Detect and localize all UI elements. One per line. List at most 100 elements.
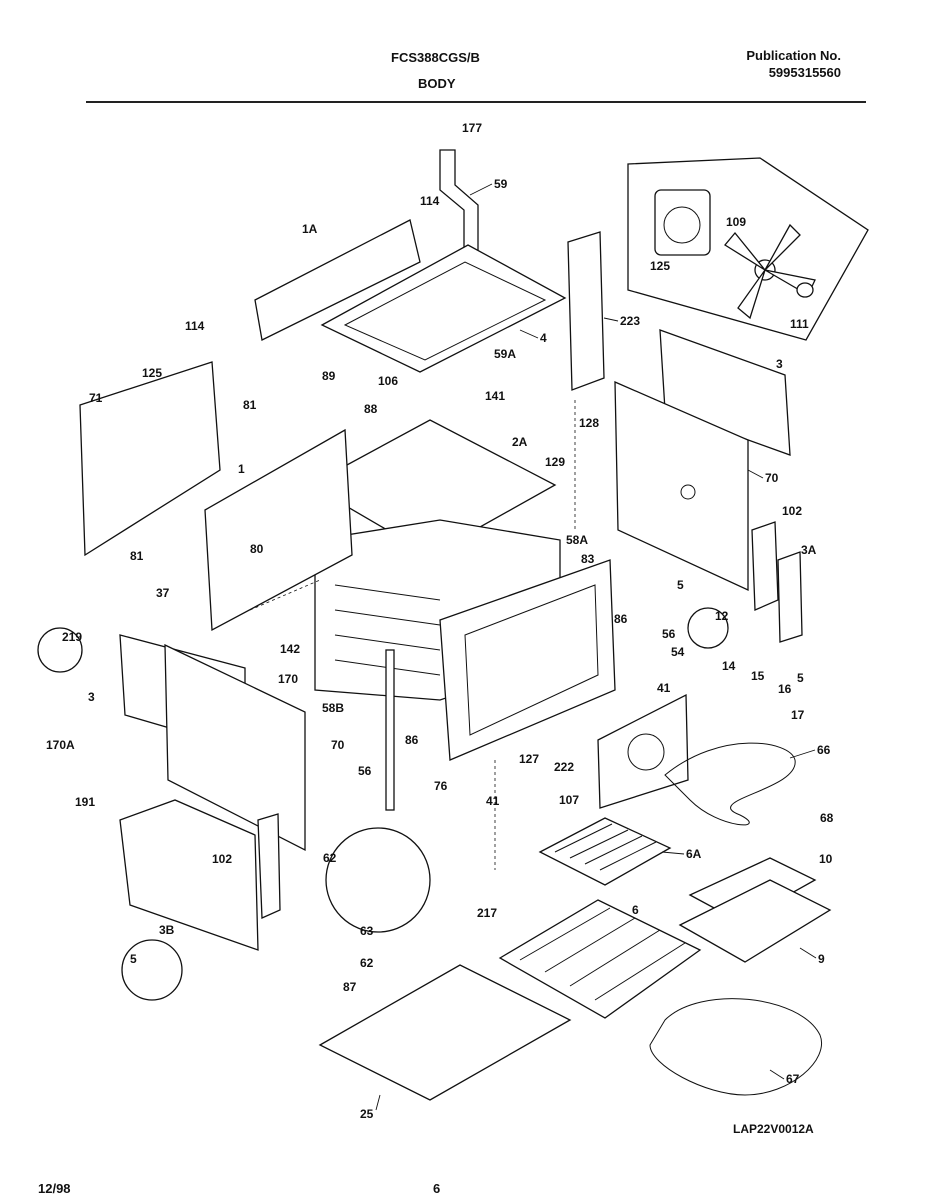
callout-label: 71 (89, 391, 103, 405)
broil-element (664, 742, 796, 826)
drawing-id: LAP22V0012A (733, 1122, 814, 1136)
callout-label: 70 (331, 738, 345, 752)
callout-label: 87 (343, 980, 357, 994)
callout-label: 81 (243, 398, 257, 412)
callout-label: 62 (360, 956, 374, 970)
top-panel (320, 244, 567, 373)
right-back-panel (614, 380, 749, 592)
broiler-pan (678, 879, 832, 963)
side-strip-102-lower (257, 813, 281, 919)
callout-label: 37 (156, 586, 170, 600)
callout-label: 25 (360, 1107, 374, 1121)
callout-label: 3 (776, 357, 783, 371)
callout-label: 129 (545, 455, 565, 469)
bake-element (649, 998, 822, 1096)
callout-label: 1 (238, 462, 245, 476)
callout-label: 5 (130, 952, 137, 966)
callout-label: 67 (786, 1072, 800, 1086)
callout-label: 66 (817, 743, 831, 757)
callout-label: 223 (620, 314, 640, 328)
callout-label: 59 (494, 177, 508, 191)
door-gasket-strip (385, 649, 395, 811)
callout-label: 114 (420, 194, 440, 208)
callout-label: 219 (62, 630, 82, 644)
publication-label: Publication No. (746, 48, 841, 63)
callout-label: 114 (185, 319, 205, 333)
callout-label: 68 (820, 811, 834, 825)
fan-motor (654, 189, 711, 256)
limit-switch-detail (37, 627, 83, 673)
callout-label: 125 (650, 259, 670, 273)
right-side-panel-upper (659, 329, 791, 456)
callout-label: 10 (819, 852, 833, 866)
footer-date: 12/98 (38, 1181, 71, 1196)
callout-label: 170A (46, 738, 75, 752)
side-duct (567, 231, 605, 391)
callout-label: 142 (280, 642, 300, 656)
oven-door-frame (439, 559, 616, 761)
callout-label: 86 (405, 733, 419, 747)
callout-label: 111 (790, 317, 809, 331)
callout-label: 59A (494, 347, 516, 361)
callout-label: 58B (322, 701, 344, 715)
light-socket-detail (687, 607, 729, 649)
callout-label: 16 (778, 682, 792, 696)
side-strip-3a (777, 551, 803, 643)
vent-tube (439, 149, 479, 259)
callout-label: 6 (632, 903, 639, 917)
burner-control-detail (325, 827, 431, 933)
callout-label: 141 (485, 389, 505, 403)
publication-number: 5995315560 (768, 65, 841, 80)
header-rule (86, 101, 866, 103)
callout-label: 12 (715, 609, 729, 623)
lower-back-panel (164, 643, 306, 852)
rear-panel-1a (254, 219, 421, 341)
callout-label: 41 (657, 681, 671, 695)
callout-label: 4 (540, 331, 547, 345)
callout-label: 3B (159, 923, 175, 937)
callout-label: 217 (477, 906, 497, 920)
callout-label: 9 (818, 952, 825, 966)
callout-label: 125 (142, 366, 162, 380)
page-number: 6 (433, 1181, 441, 1196)
oven-rack-6a (538, 817, 672, 886)
callout-label: 2A (512, 435, 528, 449)
bottom-panel (318, 964, 572, 1101)
callout-label: 191 (75, 795, 95, 809)
callout-label: 5 (677, 578, 684, 592)
callout-label: 102 (782, 504, 802, 518)
leader-lines (375, 183, 817, 1111)
callout-label: 41 (486, 794, 500, 808)
callout-label: 170 (278, 672, 298, 686)
callout-label: 88 (364, 402, 378, 416)
callout-label: 76 (434, 779, 448, 793)
left-side-panel (79, 361, 221, 557)
oven-rack-6 (498, 899, 702, 1019)
callout-label: 83 (581, 552, 595, 566)
left-bracket-panel (204, 428, 353, 632)
callout-label: 177 (462, 121, 482, 135)
callout-label: 14 (722, 659, 736, 673)
callout-label: 62 (323, 851, 337, 865)
callout-label: 1A (302, 222, 318, 236)
side-strip-102 (751, 521, 779, 611)
callout-label: 127 (519, 752, 539, 766)
callout-label: 222 (554, 760, 574, 774)
leveling-leg-detail (121, 939, 183, 1001)
callout-label: 102 (212, 852, 232, 866)
callout-label: 86 (614, 612, 628, 626)
drawer-housing (119, 799, 259, 951)
callout-label: 89 (322, 369, 336, 383)
callout-label: 54 (671, 645, 685, 659)
rear-wall-107 (597, 693, 689, 809)
fan-nut (796, 282, 814, 298)
callout-label: 56 (662, 627, 676, 641)
callout-label: 6A (686, 847, 702, 861)
section-title: BODY (418, 76, 456, 91)
callout-label: 106 (378, 374, 398, 388)
callout-label: 17 (791, 708, 805, 722)
callout-label: 81 (130, 549, 144, 563)
callout-label: 3A (801, 543, 817, 557)
callout-label: 70 (765, 471, 779, 485)
